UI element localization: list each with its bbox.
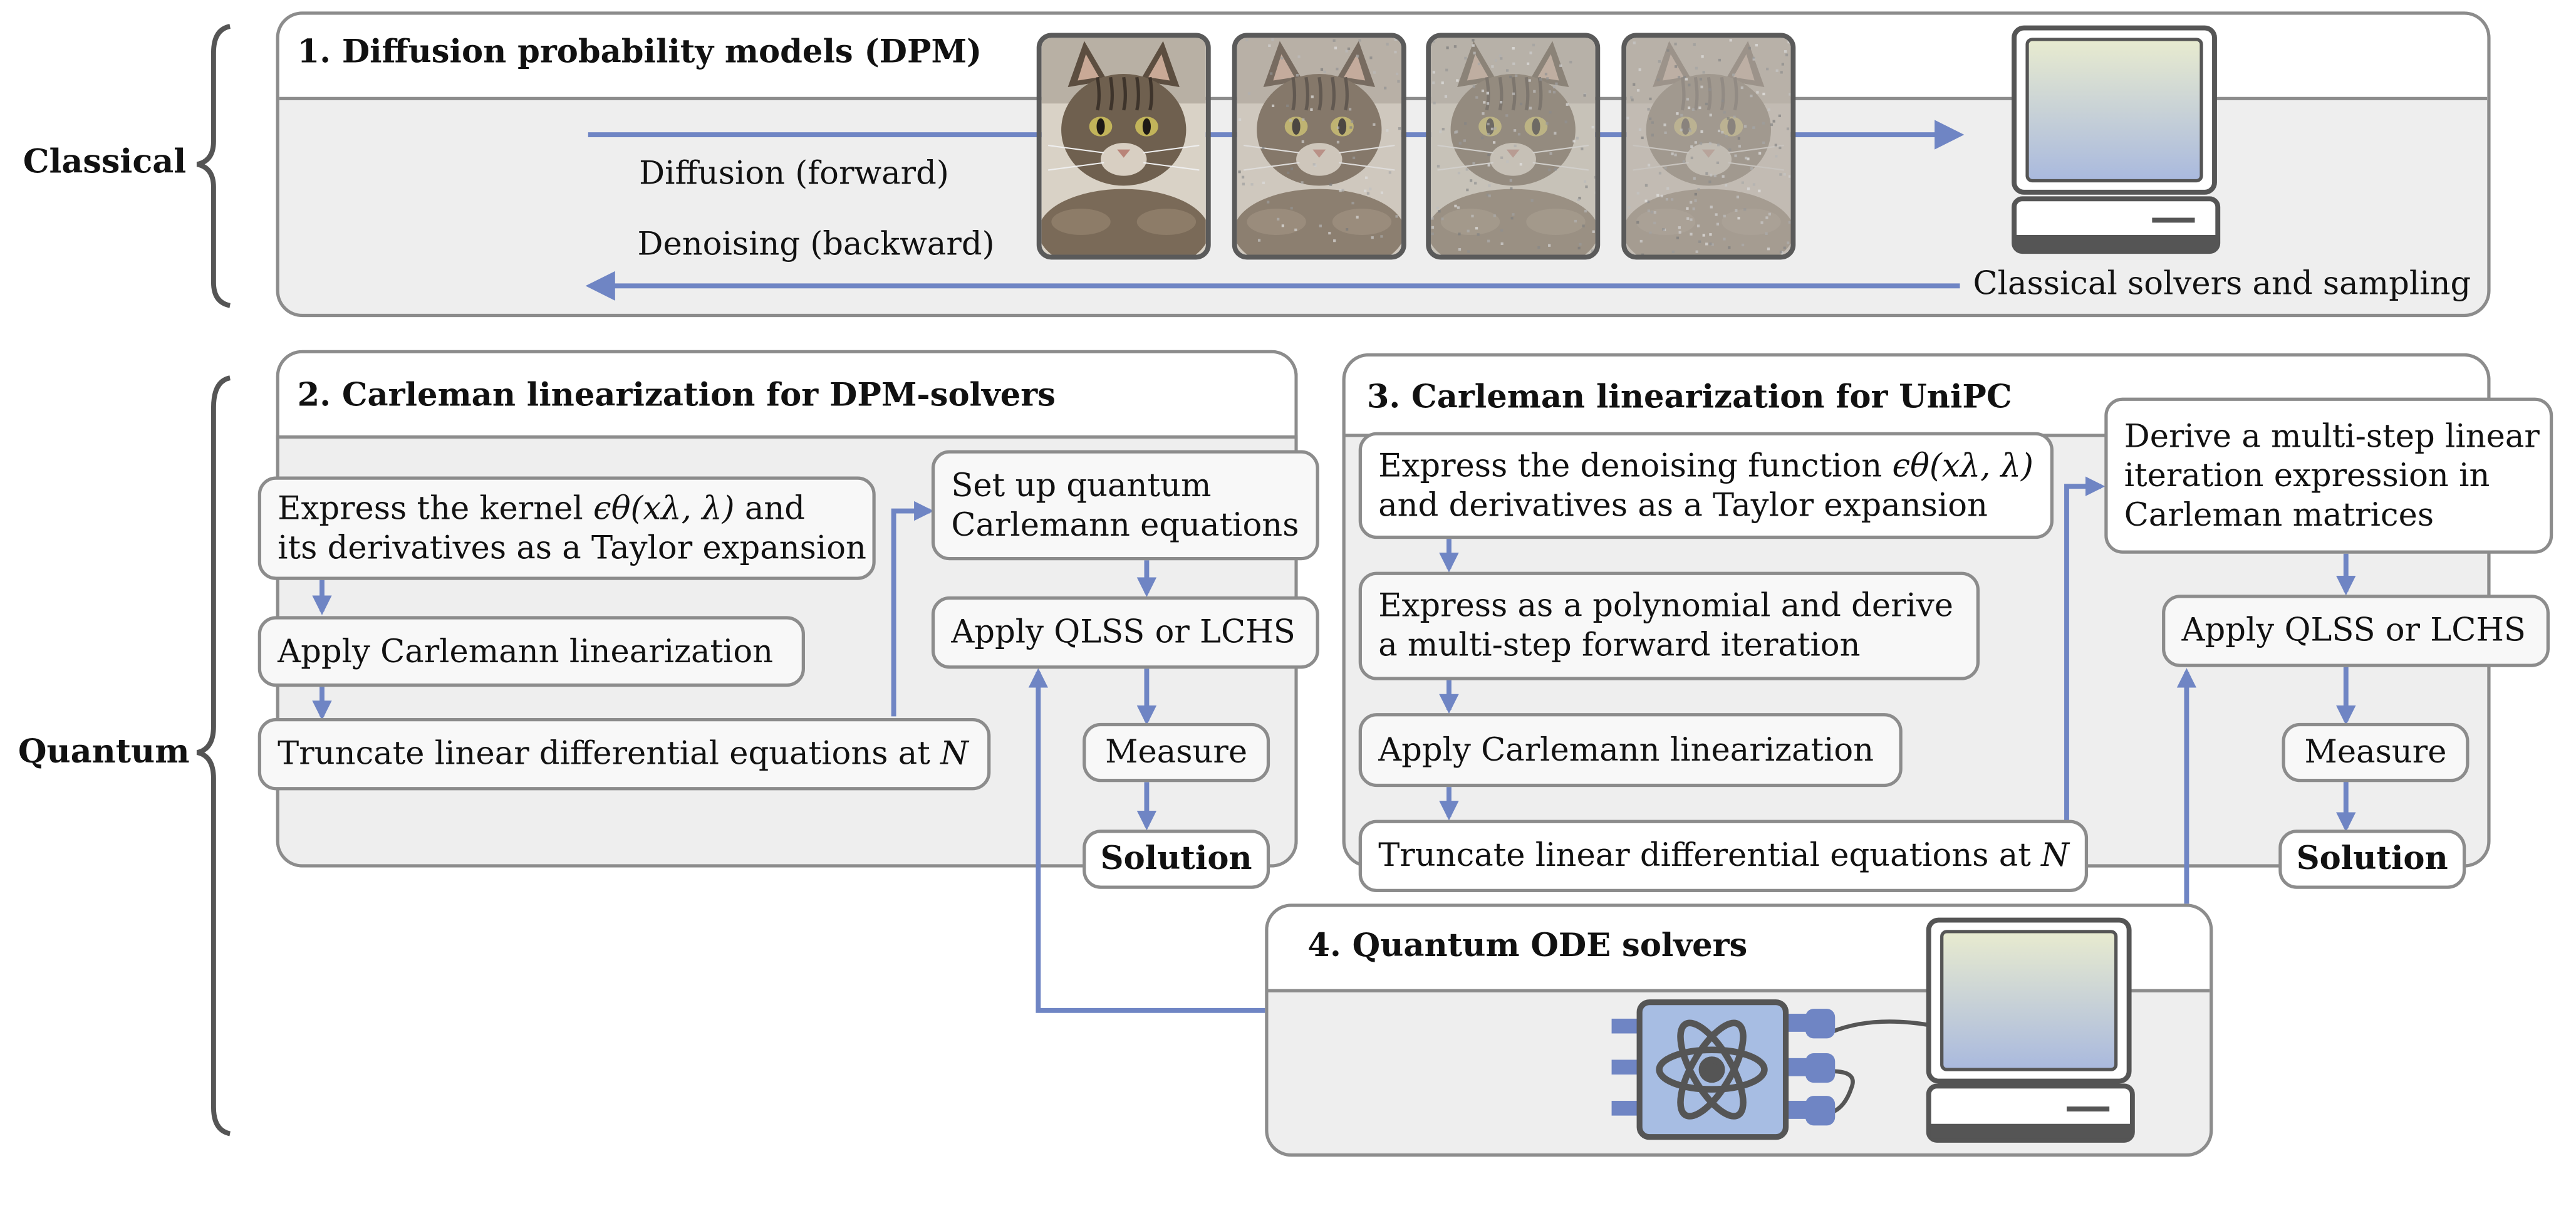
- cat-image-noisy-1: [1232, 33, 1406, 260]
- truncate-text-dpm: Truncate linear differential equations a…: [278, 734, 930, 773]
- atom-icon: [1656, 1019, 1768, 1120]
- cat-image-clean: [1036, 33, 1211, 260]
- derive-text-line1: Derive a multi-step linear: [2124, 416, 2540, 455]
- qlss-box-unipc: Apply QLSS or LCHS: [2162, 595, 2550, 667]
- computer-icon-quantum: [1926, 917, 2135, 1143]
- classical-solver-label: Classical solvers and sampling: [1973, 264, 2471, 303]
- carleman-text-unipc: Apply Carlemann linearization: [1378, 730, 1874, 768]
- kernel-math: ϵθ(xλ, λ): [593, 489, 735, 527]
- arrow-truncate-to-derive: [2064, 476, 2106, 822]
- section-quantum-ode-title: 4. Quantum ODE solvers: [1307, 927, 1748, 965]
- quantum-hardware: [1611, 999, 1931, 1140]
- carleman-box-dpm: Apply Carlemann linearization: [257, 616, 805, 687]
- qlss-text-unipc: Apply QLSS or LCHS: [2181, 611, 2526, 649]
- carleman-box-unipc: Apply Carlemann linearization: [1358, 713, 1903, 788]
- derive-text-line3: Carleman matrices: [2124, 495, 2434, 533]
- solution-box-unipc: Solution: [2278, 830, 2466, 889]
- kernel-text-line2: its derivatives as a Taylor expansion: [278, 528, 866, 566]
- solution-box-dpm: Solution: [1083, 830, 1270, 889]
- kernel-taylor-box: Express the kernel ϵθ(xλ, λ) and its der…: [257, 476, 876, 580]
- cat-image-noisy-3: [1621, 33, 1796, 260]
- brace-group: [196, 24, 231, 1137]
- carleman-text-dpm: Apply Carlemann linearization: [278, 632, 774, 670]
- truncate-var-dpm: N: [940, 734, 969, 773]
- truncate-box-dpm: Truncate linear differential equations a…: [257, 717, 991, 791]
- section-dpm-solvers-title: 2. Carleman linearization for DPM-solver…: [297, 376, 1056, 414]
- denoise-taylor-box: Express the denoising function ϵθ(xλ, λ)…: [1358, 432, 2054, 539]
- kernel-text-post: and: [744, 489, 806, 527]
- arrow-truncate-to-setup: [891, 501, 934, 717]
- denoise-math: ϵθ(xλ, λ): [1892, 445, 2033, 484]
- derive-text-line2: iteration expression in: [2124, 455, 2490, 494]
- classical-brace: [196, 24, 231, 308]
- solution-text-dpm: Solution: [1100, 840, 1252, 878]
- truncate-box-unipc: Truncate linear differential equations a…: [1358, 820, 2089, 892]
- section-dpm-solvers-header: [276, 350, 1298, 440]
- denoise-text-pre: Express the denoising function: [1378, 445, 1883, 484]
- derive-iteration-box: Derive a multi-step linear iteration exp…: [2104, 397, 2553, 554]
- measure-box-unipc: Measure: [2282, 722, 2470, 783]
- truncate-text-unipc: Truncate linear differential equations a…: [1378, 836, 2031, 875]
- quantum-brace: [196, 375, 231, 1137]
- forward-label: Diffusion (forward): [639, 154, 949, 192]
- section-dpm-title: 1. Diffusion probability models (DPM): [297, 33, 982, 71]
- setup-text-line2: Carlemann equations: [951, 505, 1299, 543]
- quantum-chip-icon: [1611, 999, 1836, 1140]
- quantum-label: Quantum: [18, 731, 190, 771]
- computer-icon: [2012, 25, 2221, 254]
- poly-text-line2: a multi-step forward iteration: [1378, 626, 1861, 664]
- polynomial-box: Express as a polynomial and derive a mul…: [1358, 571, 1980, 680]
- qlss-text-dpm: Apply QLSS or LCHS: [951, 613, 1296, 651]
- classical-label: Classical: [23, 141, 187, 181]
- kernel-text-pre: Express the kernel: [278, 489, 583, 527]
- setup-text-line1: Set up quantum: [951, 466, 1212, 504]
- solution-text-unipc: Solution: [2296, 840, 2448, 878]
- cat-image-noisy-2: [1426, 33, 1601, 260]
- setup-quantum-box: Set up quantum Carlemann equations: [931, 450, 1319, 561]
- measure-text-dpm: Measure: [1105, 732, 1248, 771]
- section-unipc-title: 3. Carleman linearization for UniPC: [1366, 378, 2012, 416]
- denoise-text-line2: and derivatives as a Taylor expansion: [1378, 485, 1988, 524]
- measure-text-unipc: Measure: [2304, 732, 2447, 771]
- qlss-box-dpm: Apply QLSS or LCHS: [931, 596, 1319, 669]
- poly-text-line1: Express as a polynomial and derive: [1378, 586, 1954, 625]
- arrow-ode-to-dpm-qlss: [1028, 668, 1265, 1013]
- measure-box-dpm: Measure: [1083, 722, 1270, 783]
- backward-label: Denoising (backward): [637, 225, 995, 263]
- truncate-var-unipc: N: [2041, 836, 2069, 875]
